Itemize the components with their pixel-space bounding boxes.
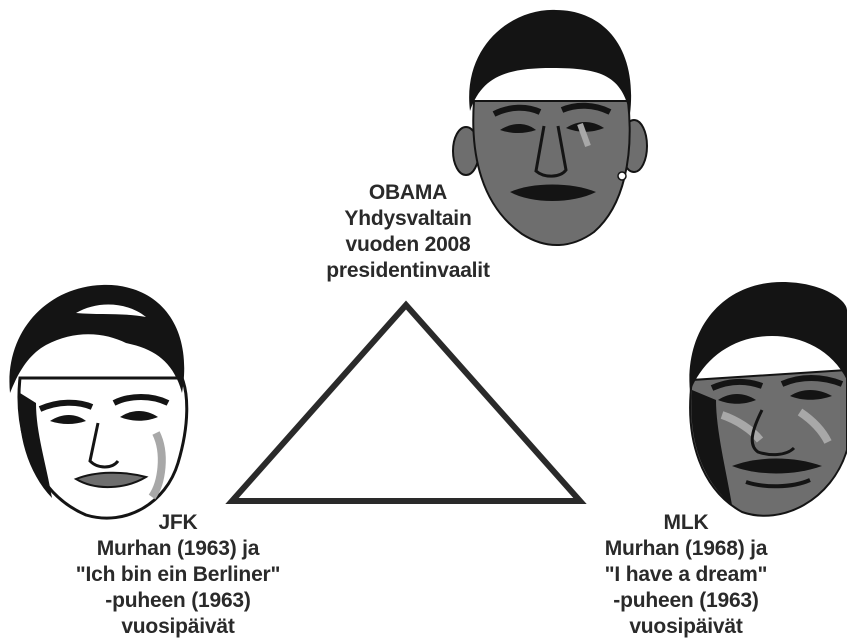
- obama-label-line: Yhdysvaltain: [344, 207, 472, 230]
- jfk-portrait: [9, 284, 189, 520]
- jfk-label-line: "Ich bin ein Berliner": [75, 563, 281, 586]
- obama-label-line: OBAMA: [368, 181, 448, 204]
- obama-label: OBAMA Yhdysvaltain vuoden 2008 president…: [318, 180, 498, 284]
- mlk-label-line: vuosipäivät: [629, 615, 743, 638]
- mlk-label-line: "I have a dream": [604, 563, 768, 586]
- jfk-label-line: -puheen (1963): [105, 589, 251, 612]
- connector-triangle: [225, 300, 587, 504]
- mlk-label: MLK Murhan (1968) ja "I have a dream" -p…: [586, 510, 786, 640]
- jfk-label-line: JFK: [158, 511, 198, 534]
- jfk-label-line: vuosipäivät: [121, 615, 235, 638]
- jfk-label: JFK Murhan (1963) ja "Ich bin ein Berlin…: [68, 510, 288, 640]
- mlk-portrait: [689, 282, 847, 517]
- mlk-label-line: MLK: [663, 511, 709, 534]
- mlk-label-line: Murhan (1968) ja: [604, 537, 768, 560]
- mlk-label-line: -puheen (1963): [613, 589, 759, 612]
- obama-label-line: presidentinvaalit: [326, 259, 490, 282]
- jfk-label-line: Murhan (1963) ja: [96, 537, 260, 560]
- obama-portrait: [452, 9, 648, 246]
- obama-label-line: vuoden 2008: [345, 233, 471, 256]
